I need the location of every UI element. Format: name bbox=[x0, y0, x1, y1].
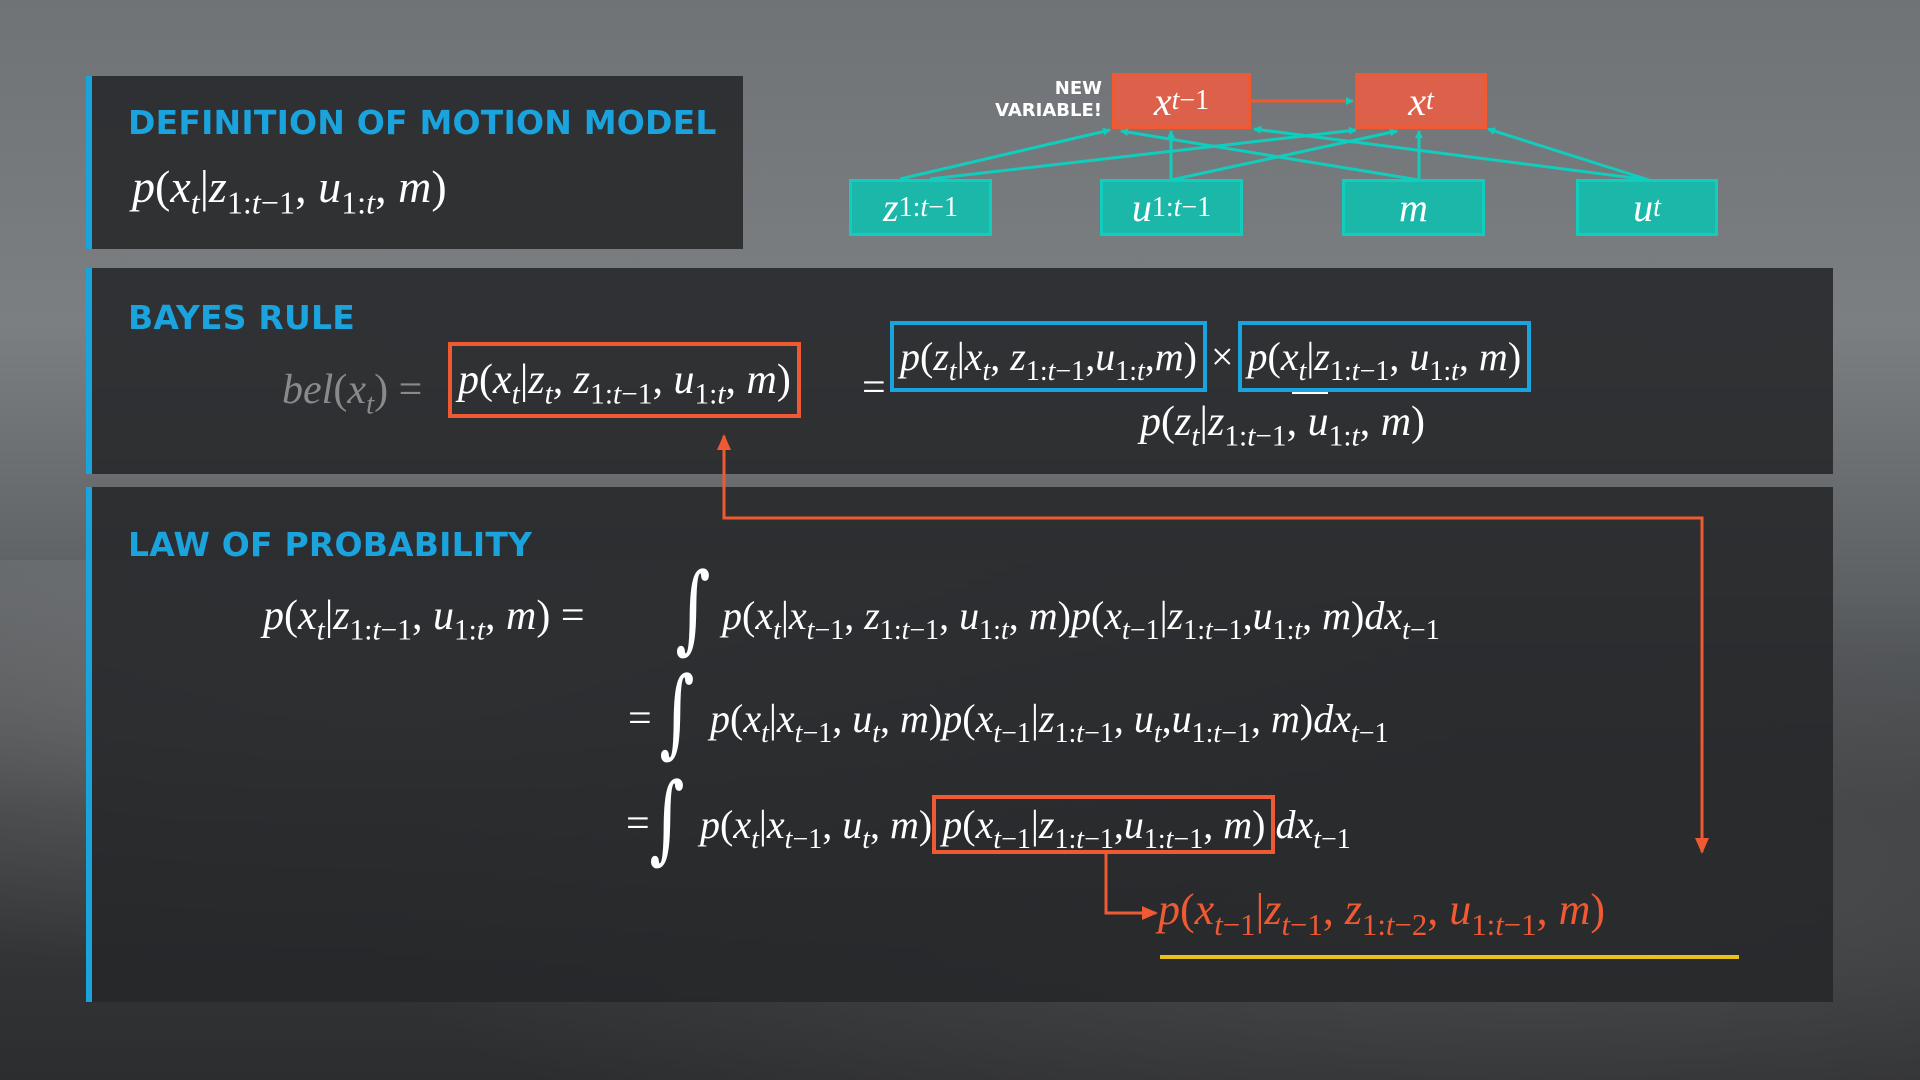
law-line3-equals: = bbox=[626, 801, 650, 847]
differential: dxt−1 bbox=[1275, 802, 1351, 855]
belief-lhs: bel(xt) = bbox=[282, 367, 423, 421]
likelihood-box: p(zt|xt, z1:t−1,u1:t,m) bbox=[890, 321, 1207, 392]
posterior-box: p(xt|zt, z1:t−1, u1:t, m) bbox=[448, 342, 801, 418]
prior-box: p(xt|z1:t−1, u1:t, m) bbox=[1237, 321, 1532, 392]
prior-belief-box: p(xt−1|z1:t−1,u1:t−1, m) bbox=[932, 795, 1276, 854]
law-line3: p(xt|xt−1, ut, m)p(xt−1|z1:t−1,u1:t−1, m… bbox=[700, 795, 1351, 854]
arrow-z-to-xprev bbox=[899, 127, 1111, 181]
node-m: m bbox=[1342, 179, 1485, 236]
bayes-equals: = bbox=[862, 365, 886, 411]
law-line2-equals: = bbox=[628, 696, 652, 742]
recursion-underline bbox=[1160, 955, 1739, 959]
arrow-ut-to-xt bbox=[1487, 127, 1650, 182]
law-line1-rhs: p(xt|xt−1, z1:t−1, u1:t, m)p(xt−1|z1:t−1… bbox=[722, 593, 1440, 646]
law-line1-lhs: p(xt|z1:t−1, u1:t, m) = bbox=[263, 593, 585, 647]
arrow-posterior-link bbox=[717, 434, 1704, 851]
posterior-formula: p(xt|zt, z1:t−1, u1:t, m) bbox=[448, 342, 801, 418]
bayes-heading: BAYES RULE bbox=[128, 298, 356, 337]
arrow-u-to-xt bbox=[1170, 128, 1398, 182]
bayes-panel bbox=[86, 268, 1833, 474]
motion-model-formula: p(xt|z1:t−1, u1:t, m) bbox=[132, 161, 447, 221]
definition-panel bbox=[86, 76, 743, 249]
law-heading: LAW OF PROBABILITY bbox=[128, 525, 533, 564]
arrow-box-to-recursion bbox=[1104, 853, 1158, 920]
normalizer-formula: p(zt|z1:t−1, u1:t, m) bbox=[1140, 399, 1426, 453]
law-panel bbox=[86, 487, 1833, 1002]
recursion-formula: p(xt−1|zt−1, z1:t−2, u1:t−1, m) bbox=[1158, 885, 1605, 942]
arrow-z-to-xt bbox=[929, 126, 1357, 181]
dependency-arrows bbox=[899, 125, 1650, 182]
definition-heading: DEFINITION OF MOTION MODEL bbox=[128, 103, 717, 142]
motion-model-term: p(xt|xt−1, ut, m) bbox=[700, 802, 933, 855]
arrow-m-to-xprev bbox=[1120, 128, 1420, 182]
law-line2-rhs: p(xt|xt−1, ut, m)p(xt−1|z1:t−1, ut,u1:t−… bbox=[710, 696, 1389, 749]
integral-sign-1: ∫ bbox=[675, 552, 711, 664]
integral-sign-2: ∫ bbox=[659, 656, 695, 768]
new-label: NEW bbox=[1054, 78, 1102, 99]
times-sign: × bbox=[1210, 334, 1234, 379]
bayes-numerator: p(zt|xt, z1:t−1,u1:t,m)×p(xt|z1:t−1, u1:… bbox=[890, 321, 1532, 392]
fraction-bar bbox=[1292, 392, 1328, 394]
variable-label: VARIABLE! bbox=[995, 100, 1102, 121]
integral-sign-3: ∫ bbox=[649, 762, 685, 874]
new-variable-label: NEW VARIABLE! bbox=[990, 78, 1102, 122]
arrow-ut-to-xprev bbox=[1253, 125, 1650, 182]
